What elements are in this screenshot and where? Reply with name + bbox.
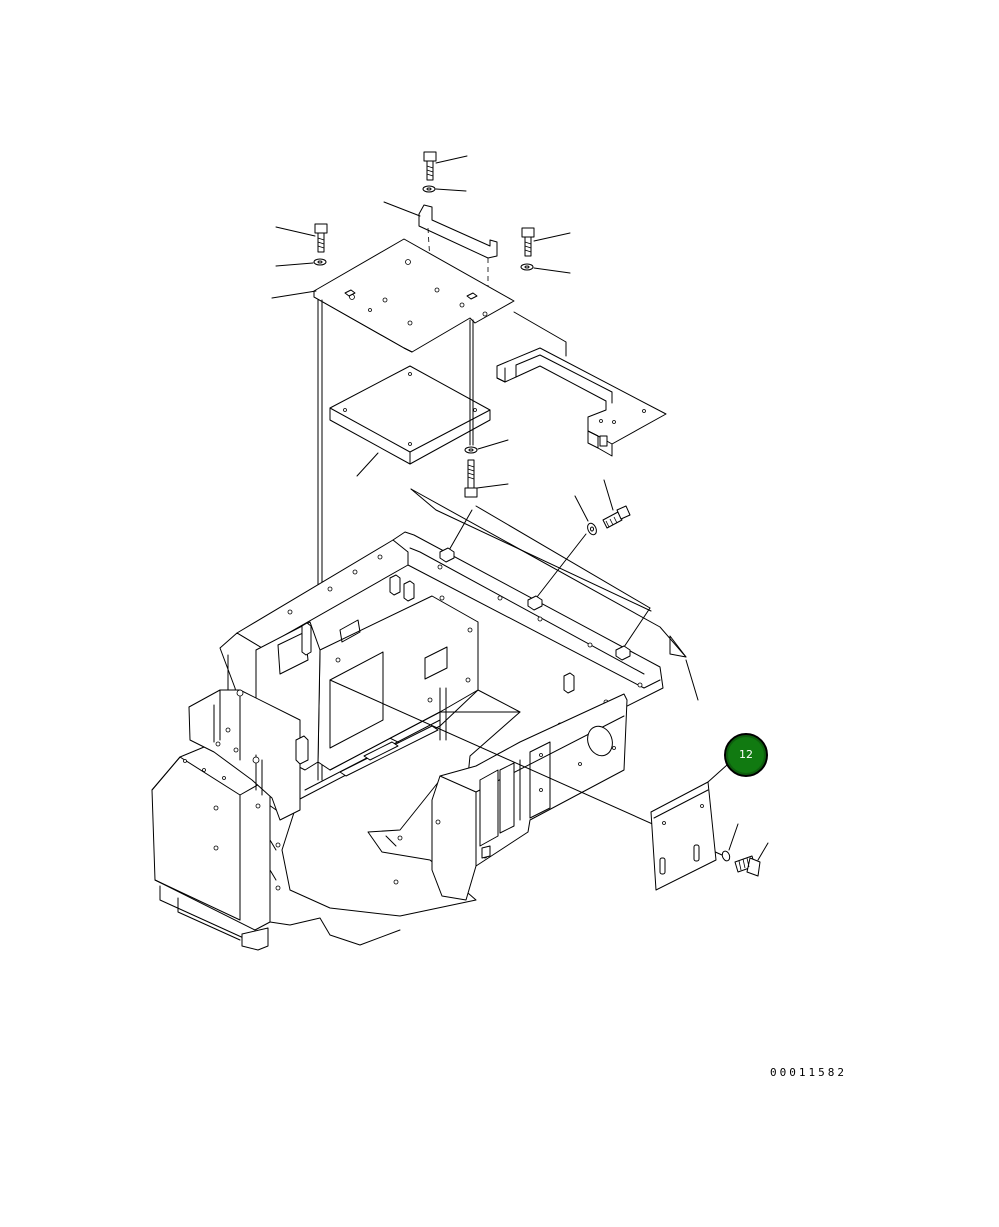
- drawing-number: 00011582: [770, 1066, 847, 1079]
- left-washer: [275, 258, 327, 267]
- upper-console: [188, 689, 309, 891]
- side-washer: [529, 495, 597, 607]
- cushion-pad: [329, 365, 491, 477]
- lower-bolt: [464, 459, 509, 498]
- right-washer: [520, 263, 571, 274]
- top-washer: [422, 185, 467, 193]
- cover-washer: [721, 823, 739, 862]
- left-bolt: [275, 223, 328, 253]
- seat-mounting-plate: [271, 238, 515, 353]
- callout-12[interactable]: 12: [724, 733, 768, 777]
- side-bolt: [602, 479, 631, 529]
- top-bolt: [423, 151, 468, 181]
- support-bracket: [496, 311, 667, 457]
- right-bolt: [521, 227, 571, 257]
- lower-washer: [464, 439, 509, 454]
- front-cover-strip: [410, 488, 699, 701]
- side-cover-plate: [650, 764, 728, 891]
- cover-bolt: [734, 842, 769, 877]
